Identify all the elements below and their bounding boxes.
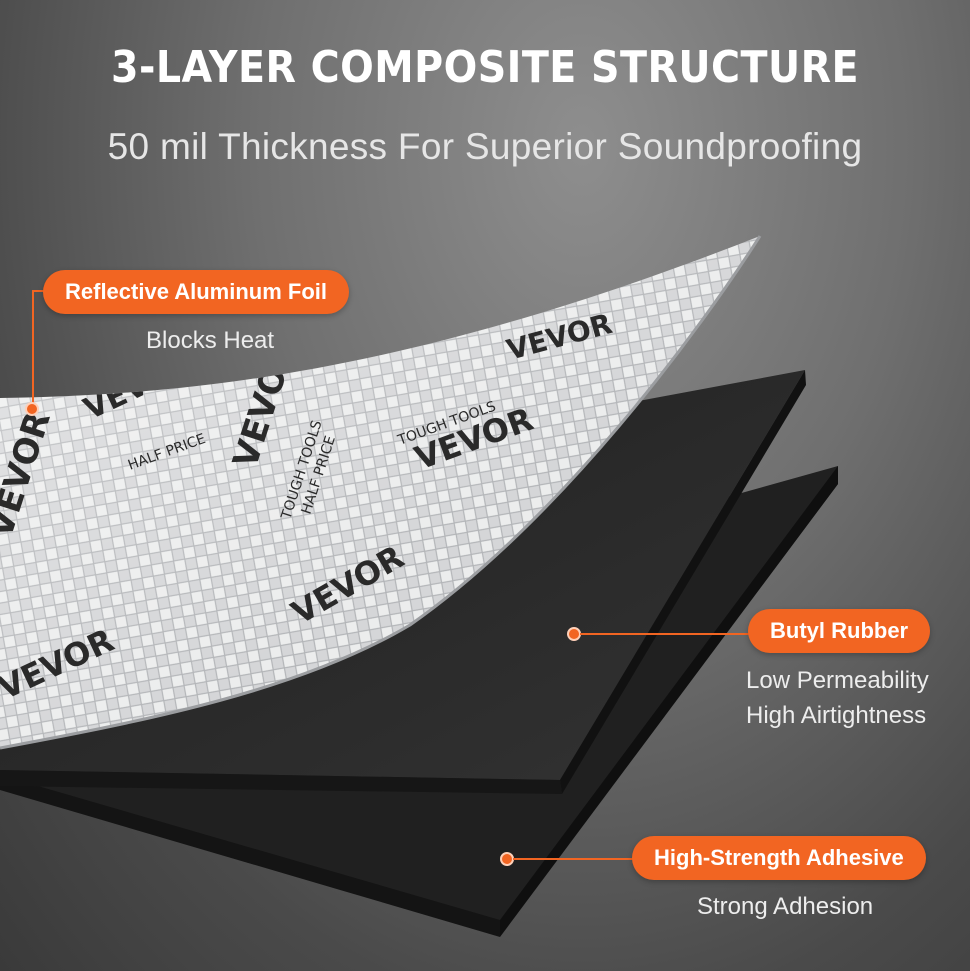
foil-callout-line xyxy=(32,290,34,408)
foil-callout-label: Reflective Aluminum Foil xyxy=(43,270,350,314)
adhesive-callout-line xyxy=(513,858,633,860)
rubber-callout-line xyxy=(580,633,750,635)
rubber-callout-dot xyxy=(567,627,581,641)
rubber-callout-desc: Low Permeability xyxy=(746,667,929,694)
adhesive-callout-label: High-Strength Adhesive xyxy=(632,836,926,880)
rubber-callout-desc: High Airtightness xyxy=(746,702,927,729)
foil-callout-desc: Blocks Heat xyxy=(146,327,275,354)
page-subtitle: 50 mil Thickness For Superior Soundproof… xyxy=(107,126,863,167)
adhesive-callout-desc: Strong Adhesion xyxy=(697,893,874,920)
foil-callout-line xyxy=(32,290,44,292)
adhesive-callout-dot xyxy=(500,852,514,866)
foil-callout-dot xyxy=(25,402,39,416)
aluminum-foil-layer: VEVOR VEVOR VEVOR VEVOR VEVOR VEVOR VEVO… xyxy=(0,235,762,750)
page-title: 3-LAYER COMPOSITE STRUCTURE xyxy=(110,42,860,93)
rubber-callout-label: Butyl Rubber xyxy=(748,609,931,653)
